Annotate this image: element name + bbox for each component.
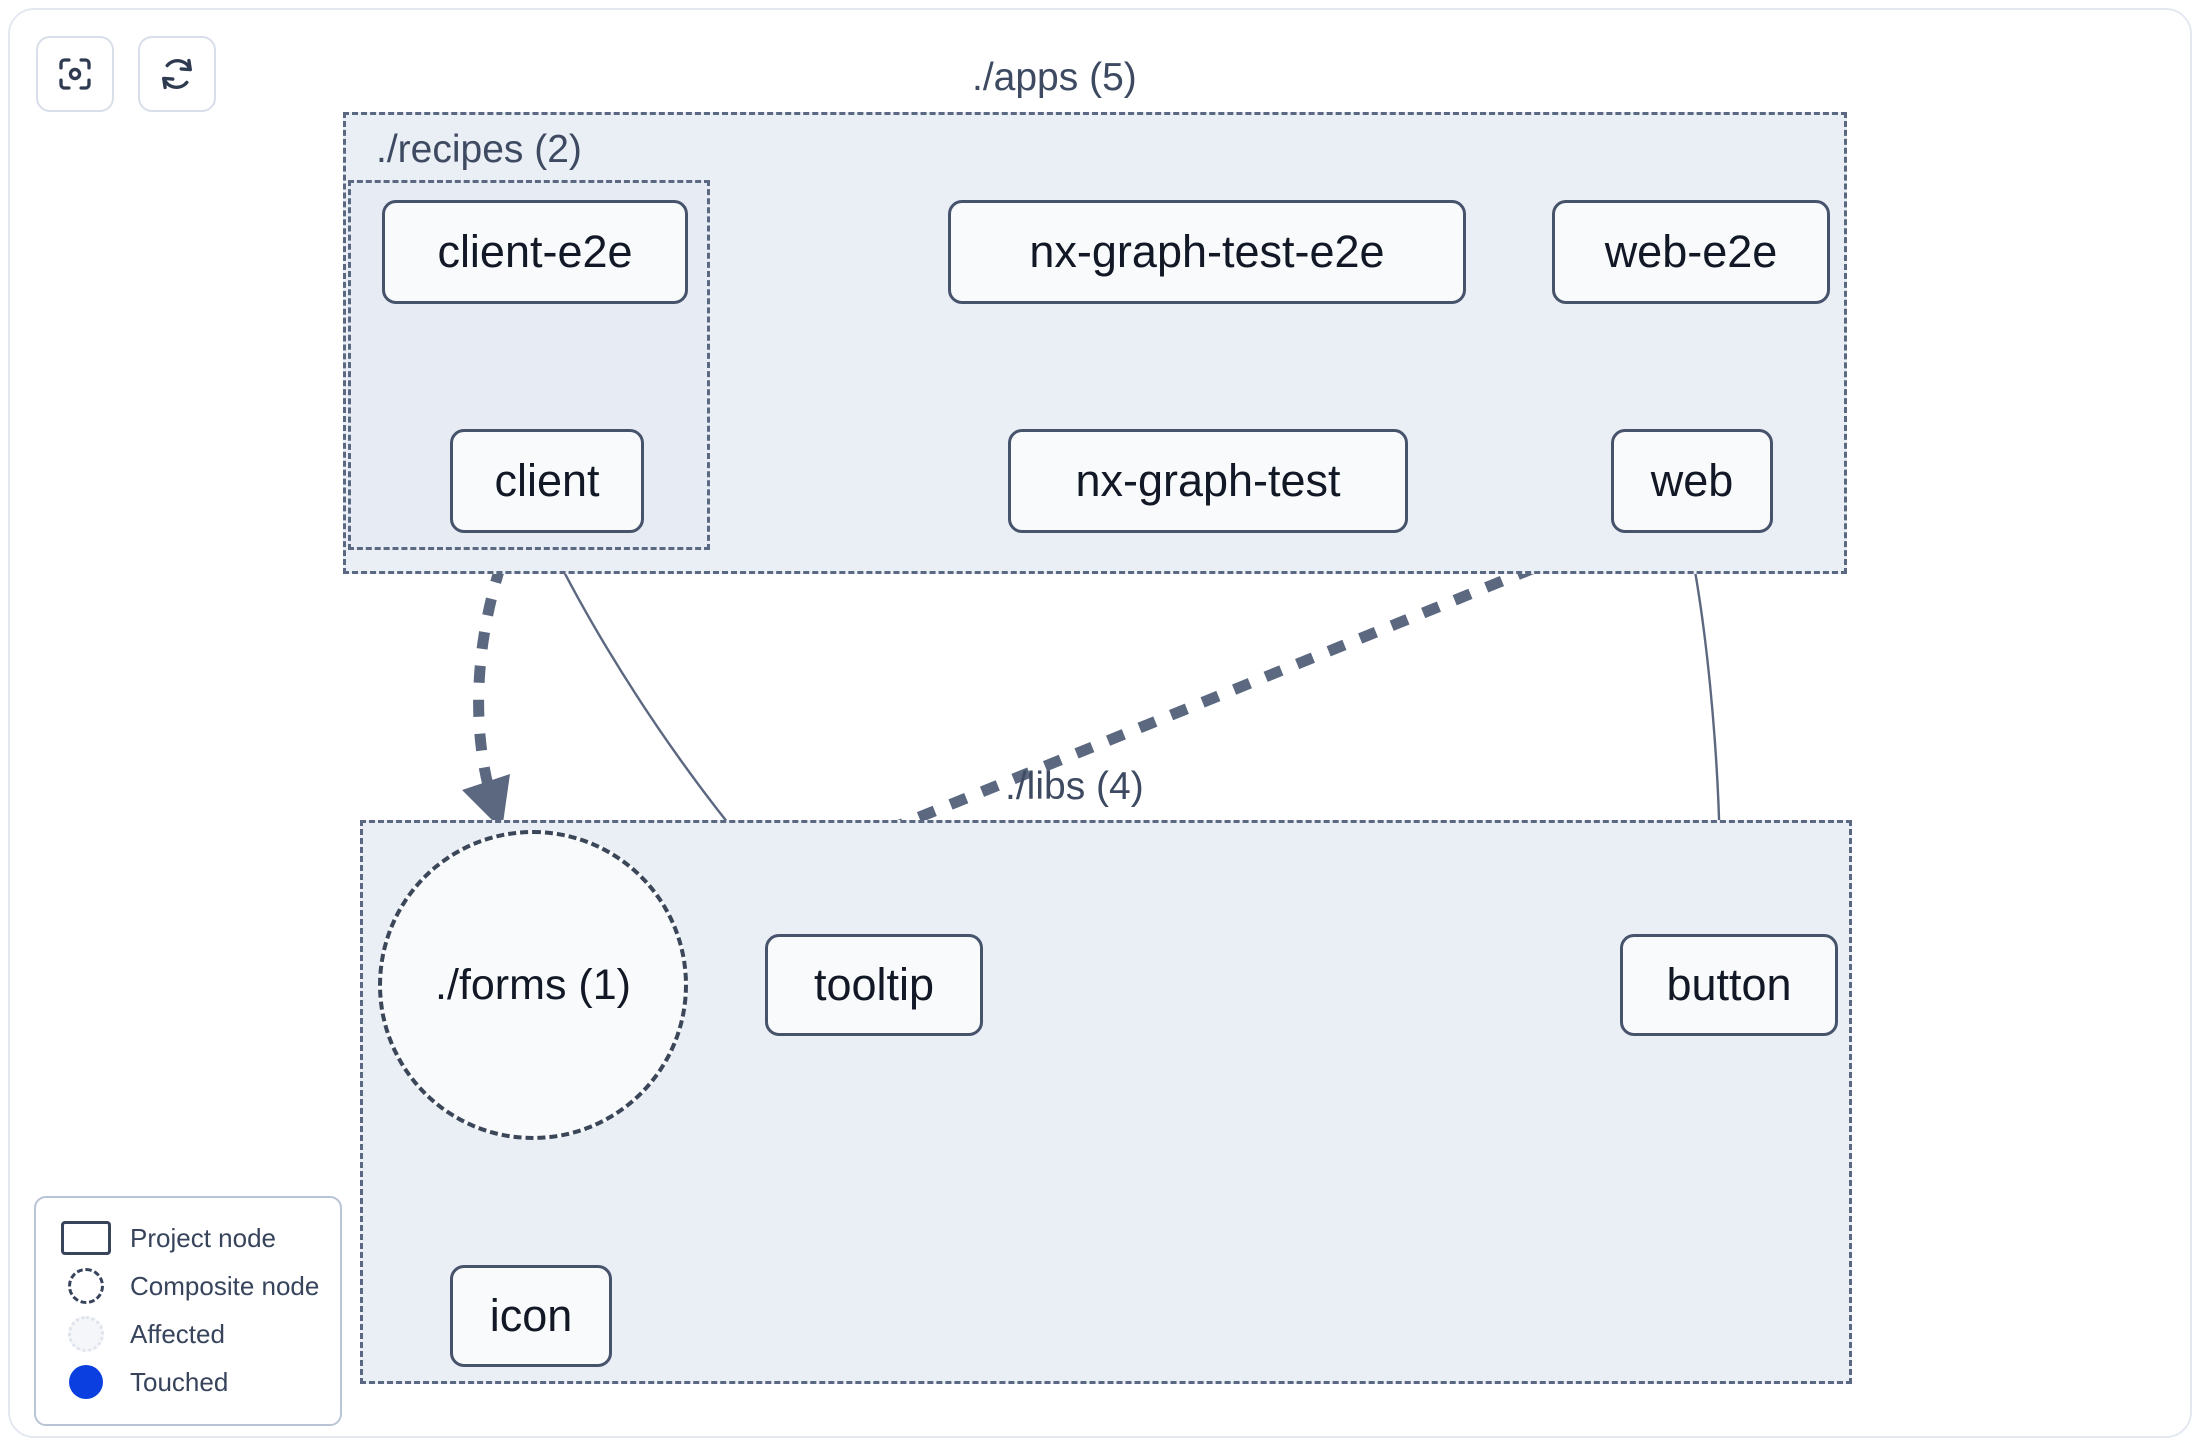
graph-legend: Project node Composite node Affected Tou… [34, 1196, 342, 1426]
graph-node-icon[interactable]: icon [450, 1265, 612, 1367]
graph-node-nx-graph-test[interactable]: nx-graph-test [1008, 429, 1408, 533]
group-label-recipes: ./recipes (2) [376, 128, 582, 171]
project-node-swatch [58, 1221, 114, 1255]
touched-swatch [58, 1365, 114, 1399]
graph-toolbar [36, 36, 216, 112]
composite-node-swatch [58, 1268, 114, 1304]
legend-item-touched: Touched [36, 1358, 340, 1406]
affected-swatch [58, 1316, 114, 1352]
refresh-icon [156, 53, 198, 95]
legend-label-composite-node: Composite node [130, 1270, 320, 1301]
graph-node-client-e2e[interactable]: client-e2e [382, 200, 688, 304]
edge-client-to-forms [462, 531, 518, 831]
graph-node-button[interactable]: button [1620, 934, 1838, 1036]
legend-item-composite-node: Composite node [36, 1262, 340, 1310]
legend-label-project-node: Project node [130, 1222, 276, 1253]
graph-node-tooltip[interactable]: tooltip [765, 934, 983, 1036]
graph-node-client[interactable]: client [450, 429, 644, 533]
graph-node-web[interactable]: web [1611, 429, 1773, 533]
legend-label-affected: Affected [130, 1318, 225, 1349]
graph-node-web-e2e[interactable]: web-e2e [1552, 200, 1830, 304]
group-label-apps: ./apps (5) [972, 56, 1137, 99]
legend-item-affected: Affected [36, 1310, 340, 1358]
focus-target-icon [54, 53, 96, 95]
graph-node-nx-graph-test-e2e[interactable]: nx-graph-test-e2e [948, 200, 1466, 304]
legend-label-touched: Touched [130, 1366, 229, 1397]
graph-node-forms[interactable]: ./forms (1) [378, 830, 688, 1140]
refresh-graph-button[interactable] [138, 36, 216, 112]
group-label-libs: ./libs (4) [1005, 765, 1144, 808]
legend-item-project-node: Project node [36, 1214, 340, 1262]
focus-graph-button[interactable] [36, 36, 114, 112]
